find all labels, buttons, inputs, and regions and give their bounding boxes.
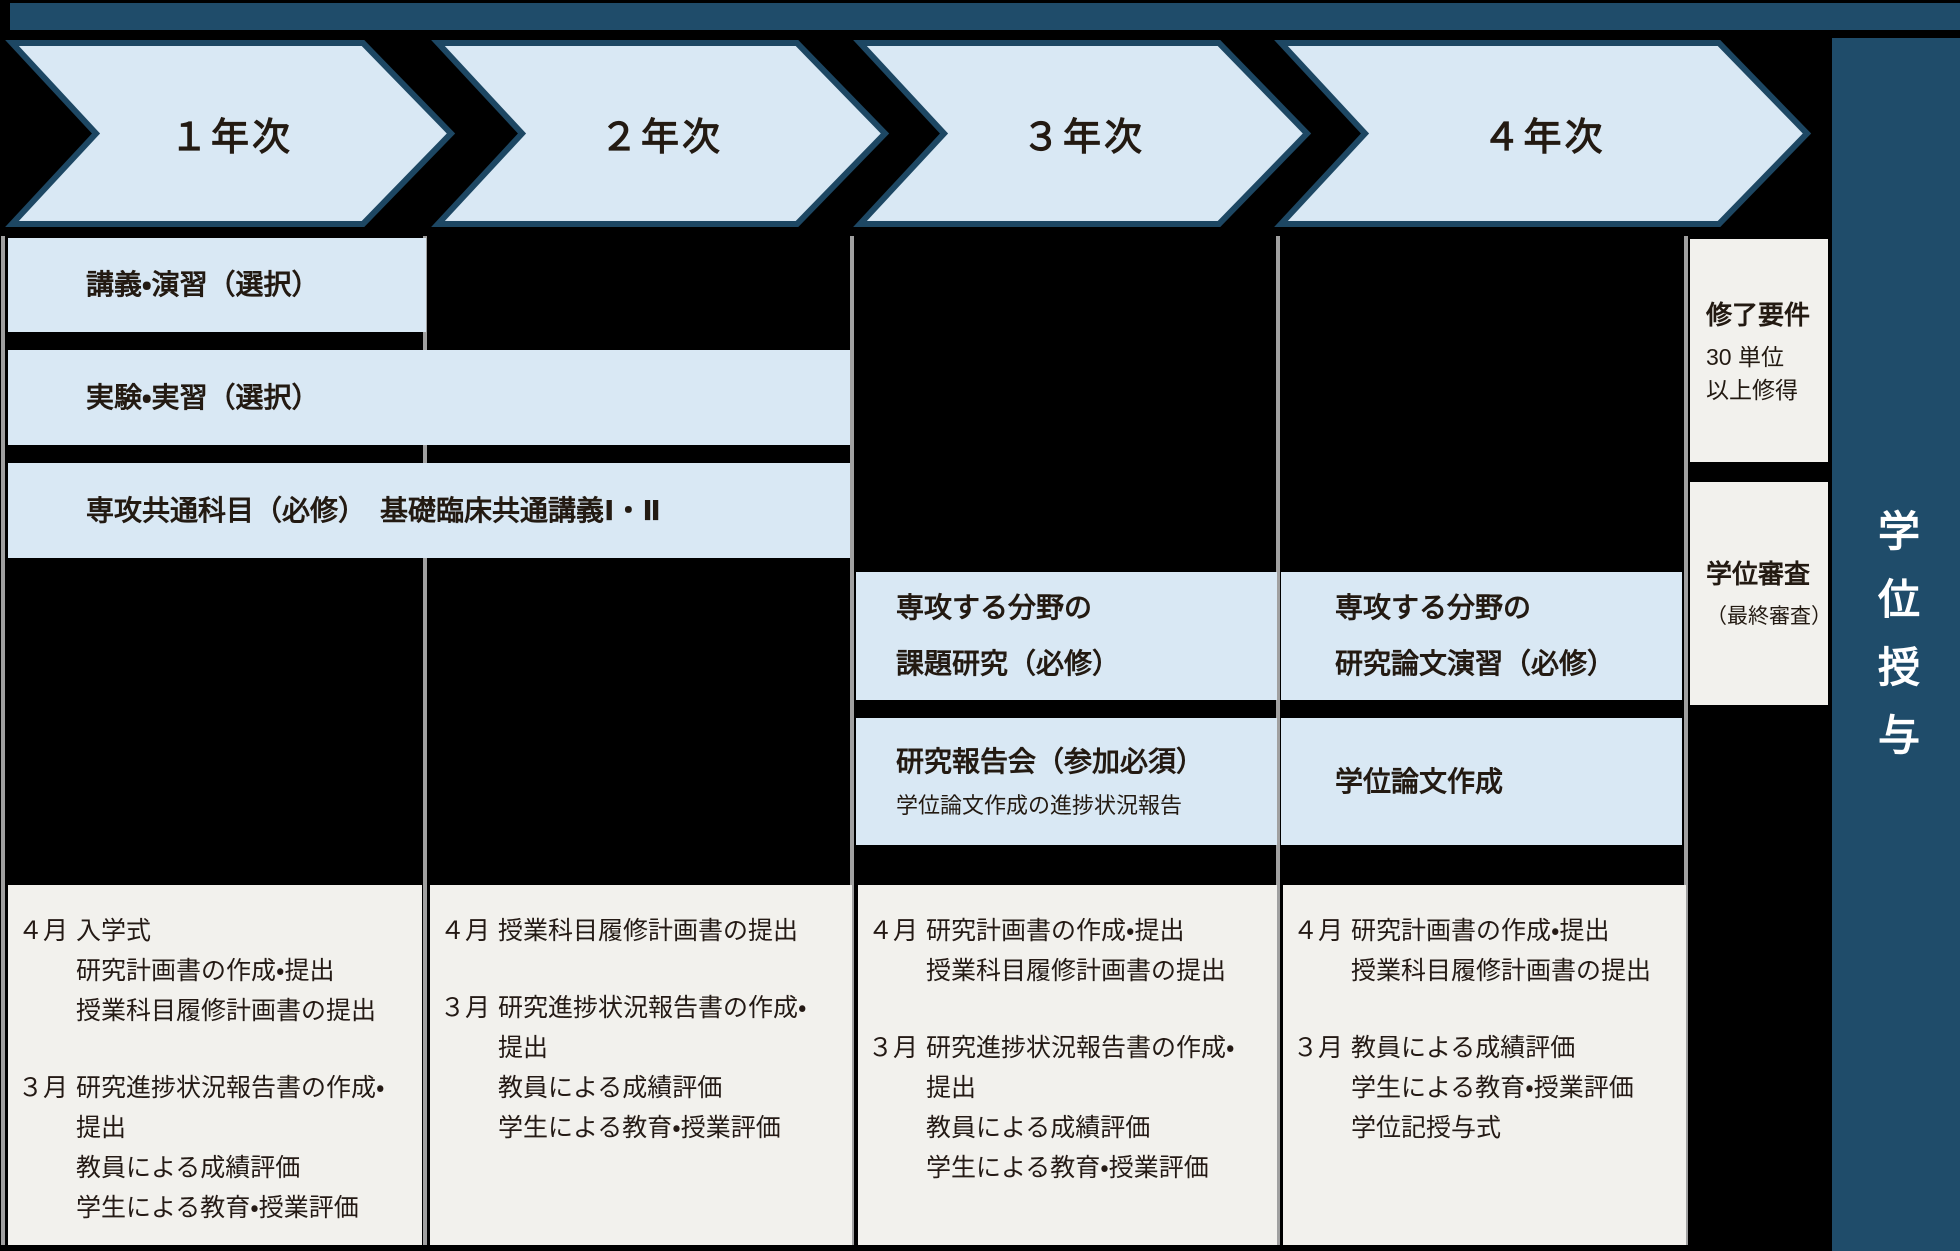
schedule-line: 研究進捗状況報告書の作成・	[76, 1074, 385, 1102]
completion-requirement-title: 修了要件	[1706, 299, 1811, 330]
column-divider-year3-4	[1276, 236, 1280, 1245]
year-chevron-arrows	[5, 40, 1812, 227]
degree-conferral-label: 学位授与	[1872, 508, 1920, 781]
schedule-column-year1: ４月 入学式 研究計画書の作成・提出 授業科目履修計画書の提出 ３月 研究進捗状…	[8, 885, 422, 1245]
course-bar-thematic-research-y3: 専攻する分野の 課題研究（必修）	[856, 572, 1277, 700]
chevron-arrow-year4	[1274, 40, 1812, 227]
schedule-entry-march: ３月 研究進捗状況報告書の作成・ 提出 教員による成績評価 学生による教育・授業…	[18, 1068, 418, 1228]
course-bar-line1: 専攻する分野の	[1335, 592, 1532, 623]
chevron-arrow-year2	[431, 40, 890, 227]
month-label: ３月	[1293, 1034, 1344, 1062]
top-accent-bar	[10, 3, 1960, 30]
schedule-lines: 研究進捗状況報告書の作成・ 提出 教員による成績評価 学生による教育・授業評価	[498, 988, 848, 1148]
course-bar-sublabel: 学位論文作成の進捗状況報告	[896, 792, 1183, 818]
course-bar-label: 研究報告会（参加必須）	[896, 745, 1205, 777]
schedule-line: 教員による成績評価	[926, 1114, 1151, 1142]
year3-arrow-label: ３年次	[1021, 117, 1145, 159]
schedule-lines: 授業科目履修計画書の提出	[498, 911, 848, 951]
schedule-entry-april: ４月 入学式 研究計画書の作成・提出 授業科目履修計画書の提出	[18, 911, 418, 1031]
completion-requirement-line2: 以上修得	[1706, 376, 1798, 403]
schedule-line: 提出	[76, 1114, 127, 1142]
month-label: ３月	[868, 1034, 919, 1062]
chevron-arrow-year1	[5, 40, 456, 227]
course-bar-common-required: 専攻共通科目（必修） 基礎臨床共通講義Ⅰ・Ⅱ	[8, 463, 850, 558]
course-bar-label: 学位論文作成	[1335, 765, 1504, 797]
degree-review-sub: （最終審査）	[1706, 605, 1832, 628]
schedule-line: 研究計画書の作成・提出	[76, 957, 335, 985]
schedule-line: 授業科目履修計画書の提出	[498, 917, 799, 945]
month-label: ４月	[440, 917, 491, 945]
schedule-line: 研究進捗状況報告書の作成・	[498, 994, 807, 1022]
schedule-line: 教員による成績評価	[1351, 1034, 1576, 1062]
course-bar-research-report-y3: 研究報告会（参加必須） 学位論文作成の進捗状況報告	[856, 718, 1277, 845]
course-bar-line2: 課題研究（必修）	[896, 648, 1121, 679]
schedule-line: 授業科目履修計画書の提出	[76, 997, 377, 1025]
schedule-line: 学生による教育・授業評価	[76, 1194, 359, 1222]
schedule-lines: 研究進捗状況報告書の作成・ 提出 教員による成績評価 学生による教育・授業評価	[76, 1068, 418, 1228]
chevron-arrow-year3	[853, 40, 1312, 227]
schedule-entry-april: ４月 授業科目履修計画書の提出	[440, 911, 848, 951]
course-bar-label: 専攻共通科目（必修） 基礎臨床共通講義Ⅰ・Ⅱ	[86, 494, 661, 526]
column-divider-left	[1, 236, 5, 1245]
year2-arrow-label: ２年次	[599, 117, 723, 159]
schedule-line: 学生による教育・授業評価	[926, 1154, 1209, 1182]
schedule-column-year3: ４月 研究計画書の作成・提出 授業科目履修計画書の提出 ３月 研究進捗状況報告書…	[858, 885, 1277, 1245]
column-divider-year1-2	[423, 236, 427, 1245]
course-bar-thesis-writing-y4: 学位論文作成	[1281, 718, 1682, 845]
course-bar-thesis-seminar-y4: 専攻する分野の 研究論文演習（必修）	[1281, 572, 1682, 700]
month-label: ３月	[18, 1074, 69, 1102]
schedule-lines: 研究進捗状況報告書の作成・ 提出 教員による成績評価 学生による教育・授業評価	[926, 1028, 1273, 1188]
schedule-column-year4: ４月 研究計画書の作成・提出 授業科目履修計画書の提出 ３月 教員による成績評価…	[1283, 885, 1686, 1245]
schedule-lines: 研究計画書の作成・提出 授業科目履修計画書の提出	[1351, 911, 1682, 991]
schedule-entry-march: ３月 教員による成績評価 学生による教育・授業評価 学位記授与式	[1293, 1028, 1682, 1148]
year1-arrow-label: １年次	[169, 117, 293, 159]
schedule-line: 研究計画書の作成・提出	[1351, 917, 1610, 945]
degree-review-title: 学位審査	[1706, 559, 1811, 589]
degree-conferral-bar: 学位授与	[1832, 38, 1960, 1251]
schedule-line: 学生による教育・授業評価	[498, 1114, 781, 1142]
schedule-column-year2: ４月 授業科目履修計画書の提出 ３月 研究進捗状況報告書の作成・ 提出 教員によ…	[430, 885, 852, 1245]
course-bar-line1: 専攻する分野の	[896, 592, 1093, 623]
month-label: ４月	[1293, 917, 1344, 945]
schedule-line: 授業科目履修計画書の提出	[1351, 957, 1652, 985]
completion-requirement-box: 修了要件 30 単位 以上修得	[1690, 239, 1828, 462]
schedule-line: 教員による成績評価	[498, 1074, 723, 1102]
schedule-line: 研究計画書の作成・提出	[926, 917, 1185, 945]
schedule-line: 研究進捗状況報告書の作成・	[926, 1034, 1235, 1062]
schedule-line: 提出	[498, 1034, 549, 1062]
year4-arrow-label: ４年次	[1482, 117, 1606, 159]
course-bar-label: 講義・演習（選択）	[86, 269, 320, 301]
schedule-lines: 研究計画書の作成・提出 授業科目履修計画書の提出	[926, 911, 1273, 991]
month-label: ４月	[18, 917, 69, 945]
course-bar-lecture-seminar: 講義・演習（選択）	[8, 238, 426, 332]
column-divider-year2-3	[850, 236, 854, 1245]
schedule-line: 入学式	[76, 917, 152, 945]
schedule-line: 提出	[926, 1074, 977, 1102]
schedule-entry-april: ４月 研究計画書の作成・提出 授業科目履修計画書の提出	[1293, 911, 1682, 991]
schedule-line: 授業科目履修計画書の提出	[926, 957, 1227, 985]
degree-review-box: 学位審査 （最終審査）	[1690, 482, 1832, 705]
course-bar-experiment-practice: 実験・実習（選択）	[8, 350, 850, 445]
schedule-entry-march: ３月 研究進捗状況報告書の作成・ 提出 教員による成績評価 学生による教育・授業…	[868, 1028, 1273, 1188]
completion-requirement-line1: 30 単位	[1706, 343, 1784, 370]
schedule-entry-march: ３月 研究進捗状況報告書の作成・ 提出 教員による成績評価 学生による教育・授業…	[440, 988, 848, 1148]
column-divider-year4-side	[1684, 236, 1688, 1245]
month-label: ４月	[868, 917, 919, 945]
course-bar-label: 実験・実習（選択）	[86, 381, 320, 413]
schedule-lines: 教員による成績評価 学生による教育・授業評価 学位記授与式	[1351, 1028, 1682, 1148]
schedule-line: 教員による成績評価	[76, 1154, 301, 1182]
schedule-entry-april: ４月 研究計画書の作成・提出 授業科目履修計画書の提出	[868, 911, 1273, 991]
schedule-lines: 入学式 研究計画書の作成・提出 授業科目履修計画書の提出	[76, 911, 418, 1031]
schedule-line: 学生による教育・授業評価	[1351, 1074, 1634, 1102]
course-bar-line2: 研究論文演習（必修）	[1335, 648, 1616, 679]
schedule-line: 学位記授与式	[1351, 1114, 1502, 1142]
month-label: ３月	[440, 994, 491, 1022]
